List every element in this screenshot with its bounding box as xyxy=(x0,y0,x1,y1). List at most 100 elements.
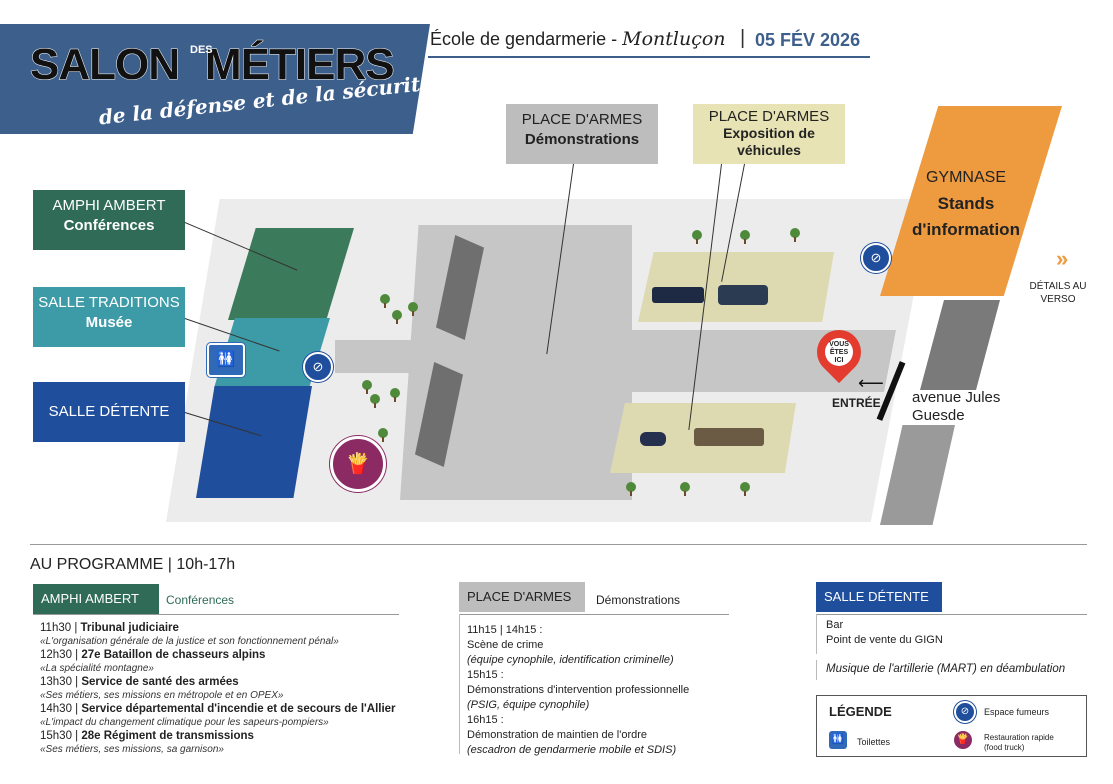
detente-line: Point de vente du GIGN xyxy=(826,634,943,646)
entrance-label: ENTRÉE xyxy=(832,396,881,410)
label-traditions-name: SALLE TRADITIONS xyxy=(38,294,180,311)
label-amphi-sub: Conférences xyxy=(63,217,155,234)
truck-vehicle xyxy=(694,428,764,446)
place-line: 16h15 : xyxy=(467,714,504,726)
tree xyxy=(740,230,750,244)
column-divider xyxy=(459,614,729,615)
event-description: «L'organisation générale de la justice e… xyxy=(40,636,339,647)
programme-divider xyxy=(30,544,1087,545)
toilets-icon: 🚻 xyxy=(207,343,245,377)
food-truck-icon: 🍟 xyxy=(330,436,386,492)
place-line: Démonstrations d'intervention profession… xyxy=(467,684,690,696)
school-name: École de gendarmerie - Montluçon xyxy=(430,28,726,50)
label-amphi-name: AMPHI AMBERT xyxy=(52,197,166,214)
column-divider-vertical xyxy=(816,614,817,654)
event-title: 13h30 | Service de santé des armées xyxy=(40,676,239,688)
place-line: (escadron de gendarmerie mobile et SDIS) xyxy=(467,744,677,756)
legend-box xyxy=(816,695,1087,757)
gendarmerie-van xyxy=(652,287,704,303)
place-line: 11h15 | 14h15 : xyxy=(467,624,543,636)
tree xyxy=(362,380,372,394)
place-line: 15h15 : xyxy=(467,669,504,681)
detente-music: Musique de l'artillerie (MART) en déambu… xyxy=(826,663,1066,675)
amphi-events-list: 11h30 | Tribunal judiciaire «L'organisati… xyxy=(40,621,430,756)
event-title: 15h30 | 28e Régiment de transmissions xyxy=(40,730,254,742)
label-place1-sub: Démonstrations xyxy=(524,131,640,148)
tree xyxy=(392,310,402,324)
smoking-area-icon: ⊘ xyxy=(303,352,333,382)
event-description: «La spécialité montagne» xyxy=(40,663,154,674)
motorcycle xyxy=(640,432,666,446)
double-chevron-right-icon: » xyxy=(1056,246,1069,271)
column-divider-vertical xyxy=(816,660,817,680)
place-events-list: 11h15 | 14h15 : Scène de crime (équipe c… xyxy=(467,623,767,758)
event-description: «Ses métiers, ses missions, sa garnison» xyxy=(40,744,224,755)
arrow-left-icon: ⟵ xyxy=(858,373,884,393)
column-divider-vertical xyxy=(459,614,460,754)
event-title: 11h30 | Tribunal judiciaire xyxy=(40,622,179,634)
details-au-verso: DÉTAILS AU VERSO xyxy=(1029,281,1087,305)
column-divider xyxy=(816,614,1087,615)
legend-toilets: Toilettes xyxy=(857,737,891,747)
tree xyxy=(740,482,750,496)
detente-items: Bar Point de vente du GIGN xyxy=(826,618,943,648)
programme-tag-amphi: AMPHI AMBERT xyxy=(33,584,159,614)
event-description: «L'impact du changement climatique pour … xyxy=(40,717,329,728)
header-underline xyxy=(428,56,870,58)
programme-tag-detente: SALLE DÉTENTE xyxy=(816,582,942,612)
armored-vehicle xyxy=(718,285,768,305)
header-separator: | xyxy=(740,27,746,49)
event-description: «Ses métiers, ses missions en métropole … xyxy=(40,690,284,701)
label-place2-name: PLACE D'ARMES xyxy=(708,108,830,125)
legend-food: Restauration rapide (food truck) xyxy=(984,733,1054,753)
label-amphi-ambert: AMPHI AMBERT Conférences xyxy=(33,190,185,250)
label-salle-traditions: SALLE TRADITIONS Musée xyxy=(33,287,185,347)
road-south xyxy=(880,425,955,525)
place-line: (équipe cynophile, identification crimin… xyxy=(467,654,674,666)
label-place-armes-expo: PLACE D'ARMES Exposition de véhicules xyxy=(693,104,845,164)
tree xyxy=(370,394,380,408)
detente-line: Bar xyxy=(826,619,844,631)
label-salle-detente: SALLE DÉTENTE xyxy=(33,382,185,442)
tree xyxy=(626,482,636,496)
event-date: 05 FÉV 2026 xyxy=(755,30,861,50)
tree xyxy=(380,294,390,308)
programme-amphi-sub: Conférences xyxy=(166,593,235,607)
food-truck-icon: 🍟 xyxy=(954,731,972,749)
place-line: Démonstration de maintien de l'ordre xyxy=(467,729,648,741)
street-name: avenue Jules Guesde xyxy=(912,389,1001,424)
smoking-area-icon: ⊘ xyxy=(954,701,976,723)
tree xyxy=(408,302,418,316)
place-line: (PSIG, équipe cynophile) xyxy=(467,699,590,711)
tree xyxy=(790,228,800,242)
tree xyxy=(390,388,400,402)
programme-title: AU PROGRAMME | 10h-17h xyxy=(30,556,236,573)
smoking-area-icon: ⊘ xyxy=(861,243,891,273)
label-place1-name: PLACE D'ARMES xyxy=(521,111,643,128)
banner-des: DES xyxy=(190,44,213,56)
legend-title: LÉGENDE xyxy=(829,704,892,719)
programme-tag-place: PLACE D'ARMES xyxy=(459,582,585,612)
label-gymnase: GYMNASE Stands d'information xyxy=(905,165,1027,243)
you-are-here-label: VOUS ÊTES ICI xyxy=(829,341,849,364)
location-pin-inner xyxy=(825,338,853,366)
label-place2-sub: Exposition de véhicules xyxy=(723,125,815,158)
label-gym-name: GYMNASE xyxy=(925,169,1006,186)
column-divider xyxy=(33,614,399,615)
detente-building xyxy=(196,386,312,498)
legend-food-l1: Restauration rapide xyxy=(984,733,1054,742)
tree xyxy=(378,428,388,442)
label-detente-name: SALLE DÉTENTE xyxy=(48,403,170,420)
legend-food-l2: (food truck) xyxy=(984,743,1025,752)
toilets-icon: 🚻 xyxy=(829,731,847,749)
tree xyxy=(692,230,702,244)
label-traditions-sub: Musée xyxy=(85,314,133,331)
header-banner xyxy=(0,24,430,134)
programme-place-sub: Démonstrations xyxy=(596,593,681,607)
label-place-armes-demo: PLACE D'ARMES Démonstrations xyxy=(506,104,658,164)
place-line: Scène de crime xyxy=(467,639,544,651)
label-gym-sub: Stands d'information xyxy=(912,194,1020,239)
event-title: 12h30 | 27e Bataillon de chasseurs alpin… xyxy=(40,649,266,661)
tree xyxy=(680,482,690,496)
